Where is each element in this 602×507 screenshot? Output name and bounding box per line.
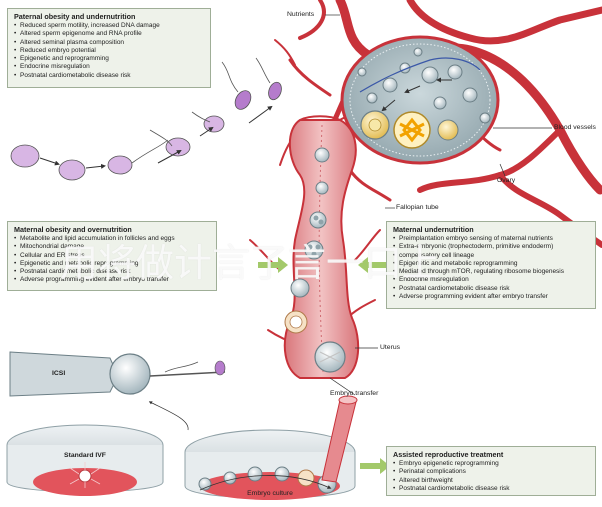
label-uterus: Uterus: [380, 344, 401, 351]
maternal-obesity-list: Metabolite and lipid accumulation in fol…: [14, 235, 210, 285]
paternal-factors-title: Paternal obesity and undernutrition: [14, 12, 136, 21]
list-item: Altered sperm epigenome and RNA profile: [14, 30, 204, 39]
list-item: Embryo epigenetic reprogramming: [393, 460, 589, 469]
list-item: Epigenetic and metabolic reprogramming: [14, 260, 210, 269]
assisted-reproduction-box: Assisted reproductive treatment Embryo e…: [386, 446, 596, 496]
list-item: Mitochondrial damage: [14, 243, 210, 252]
list-item: Endocrine misregulation: [14, 63, 204, 72]
list-item: Postnatal cardiometabolic disease risk: [14, 268, 210, 277]
list-item: Postnatal cardiometabolic disease risk: [393, 285, 589, 294]
maternal-obesity-title: Maternal obesity and overnutrition: [14, 225, 132, 234]
list-item: Mediated through mTOR, regulating riboso…: [393, 268, 589, 277]
maternal-undernutrition-title: Maternal undernutrition: [393, 225, 474, 234]
influence-arrows: [258, 257, 390, 474]
list-item: Adverse programming evident after embryo…: [14, 276, 210, 285]
label-ovary: Ovary: [497, 177, 516, 184]
assisted-reproduction-title: Assisted reproductive treatment: [393, 450, 504, 459]
paternal-factors-box: Paternal obesity and undernutrition Redu…: [7, 8, 211, 88]
list-item: Reduced embryo potential: [14, 47, 204, 56]
list-item: Altered seminal plasma composition: [14, 39, 204, 48]
embryo-transfer-catheter: [321, 395, 358, 483]
list-item: Endocrine misregulation: [393, 276, 589, 285]
maternal-undernutrition-box: Maternal undernutrition Preimplantation …: [386, 221, 596, 309]
paternal-factors-list: Reduced sperm motility, increased DNA da…: [14, 22, 204, 80]
list-item: Metabolite and lipid accumulation in fol…: [14, 235, 210, 244]
ovary: [340, 35, 500, 165]
embryo-culture-dish: [184, 429, 356, 500]
assisted-reproduction-list: Embryo epigenetic reprogramming Perinata…: [393, 460, 589, 493]
label-embryo-transfer: Embryo transfer: [330, 390, 379, 397]
maternal-obesity-box: Maternal obesity and overnutrition Metab…: [7, 221, 217, 291]
label-nutrients: Nutrients: [287, 11, 315, 18]
maternal-undernutrition-list: Preimplantation embryo sensing of matern…: [393, 235, 589, 302]
sperm-maturation-sequence: [10, 57, 282, 181]
list-item: Postnatal cardiometabolic disease risk: [393, 485, 589, 494]
list-item: Perinatal complications: [393, 468, 589, 477]
list-item: Epigenetic and metabolic reprogramming: [393, 260, 589, 269]
list-item: Postnatal cardiometabolic disease risk: [14, 72, 204, 81]
label-standard-ivf: Standard IVF: [64, 452, 106, 459]
list-item: Altered birthweight: [393, 477, 589, 486]
label-fallopian-tube: Fallopian tube: [396, 204, 439, 211]
list-item: Extra-embryonic (trophectoderm, primitiv…: [393, 243, 589, 252]
list-item: compensatory cell lineage: [393, 252, 589, 261]
standard-ivf-dish: [6, 424, 164, 496]
label-icsi: ICSI: [52, 370, 66, 377]
list-item: Cellular and ER stress: [14, 252, 210, 261]
icsi-apparatus: [9, 351, 226, 397]
list-item: Epigenetic and reprogramming: [14, 55, 204, 64]
label-blood-vessels: Blood vessels: [554, 124, 596, 131]
list-item: Reduced sperm motility, increased DNA da…: [14, 22, 204, 31]
connector-lines: [148, 14, 552, 431]
embryo-sequence: [284, 147, 346, 373]
label-embryo-culture: Embryo culture: [247, 490, 293, 497]
list-item: Adverse programming evident after embryo…: [393, 293, 589, 302]
list-item: Preimplantation embryo sensing of matern…: [393, 235, 589, 244]
